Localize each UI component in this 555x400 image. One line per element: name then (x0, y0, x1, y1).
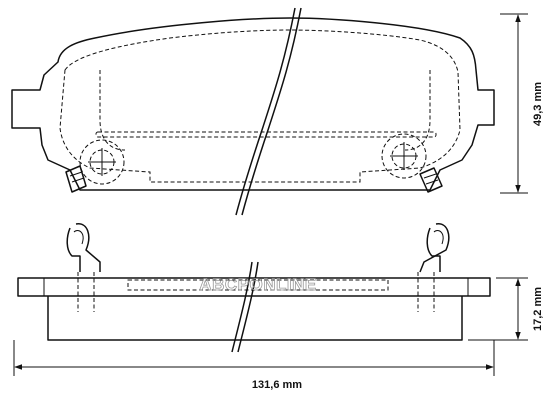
height-dimension: 49,3 mm (500, 13, 544, 194)
backing-plate-outline (11, 17, 495, 191)
pad-top-view (11, 7, 495, 216)
break-line-top (235, 7, 296, 216)
break-line-bottom-2 (237, 261, 259, 353)
groove-line-left (99, 70, 126, 151)
right-boss-outer (381, 133, 427, 179)
left-spring-clip (66, 223, 101, 272)
watermark-text: ABCPONLINE (199, 275, 316, 294)
break-line-bottom (231, 261, 253, 353)
friction-material-outline (59, 29, 461, 183)
height-dimension-label: 49,3 mm (532, 82, 544, 126)
left-wear-clip (65, 165, 87, 193)
thickness-dimension-label: 17,2 mm (532, 287, 544, 331)
width-dimension: 131,6 mm (13, 340, 495, 391)
pad-side-view (17, 223, 491, 353)
right-wear-clip (419, 167, 443, 193)
right-spring-clip (419, 223, 450, 273)
thickness-dimension: 17,2 mm (468, 277, 544, 341)
side-friction-block (47, 296, 463, 341)
break-line-top-2 (241, 7, 302, 216)
width-dimension-label: 131,6 mm (252, 379, 302, 391)
side-hidden-slot (127, 279, 389, 291)
left-boss-outer (79, 139, 125, 185)
side-backing-plate (17, 277, 491, 297)
